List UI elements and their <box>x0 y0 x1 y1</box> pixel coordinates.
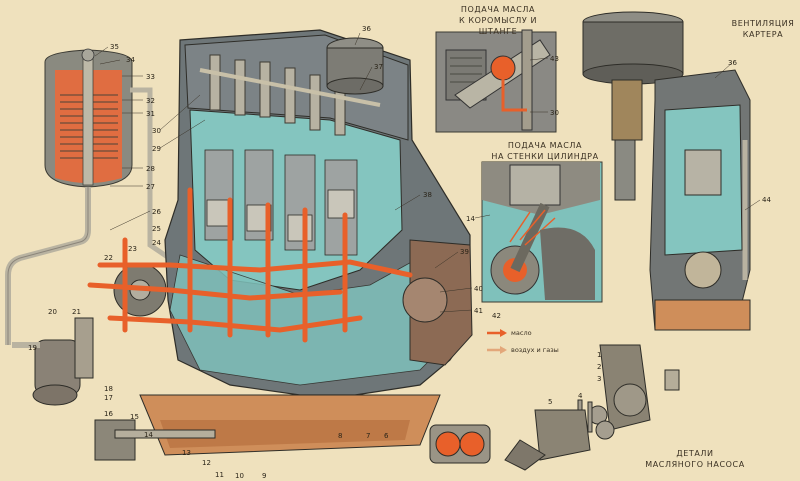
callout-38: 38 <box>423 191 432 199</box>
callout-27: 27 <box>146 183 155 191</box>
callout-31: 31 <box>146 110 155 118</box>
legend-air-label: воздух и газы <box>511 346 559 354</box>
ventilation-caption: ВЕНТИЛЯЦИЯ КАРТЕРА <box>730 18 796 40</box>
callout-34: 34 <box>126 56 135 64</box>
callout-40: 40 <box>474 285 483 293</box>
rocker-oil-caption: ПОДАЧА МАСЛА К КОРОМЫСЛУ И ШТАНГЕ <box>440 4 556 37</box>
callout-1: 1 <box>597 351 601 359</box>
cylinder-caption-line1: ПОДАЧА МАСЛА <box>507 141 583 150</box>
callout-24: 24 <box>152 239 161 247</box>
legend-oil-label: масло <box>511 329 532 337</box>
callout-25: 25 <box>152 225 161 233</box>
crankcase-ventilation <box>582 11 751 331</box>
oil-pump-parts <box>504 344 680 471</box>
ventilation-caption-line2: КАРТЕРА <box>742 30 784 39</box>
callout-8: 8 <box>338 432 342 440</box>
oil-level-gauge <box>94 419 216 461</box>
callout-43: 43 <box>550 55 559 63</box>
callout-20: 20 <box>48 308 57 316</box>
callout-19: 19 <box>28 344 37 352</box>
ventilation-caption-line1: ВЕНТИЛЯЦИЯ <box>731 19 795 28</box>
callout-15: 15 <box>130 413 139 421</box>
rocker-caption-line1: ПОДАЧА МАСЛА <box>460 5 536 14</box>
pump-caption-line1: ДЕТАЛИ <box>676 449 714 458</box>
callout-17: 17 <box>104 394 113 402</box>
cylinder-oil-inset <box>481 161 603 303</box>
cylinder-oil-caption: ПОДАЧА МАСЛА НА СТЕНКИ ЦИЛИНДРА <box>488 140 602 162</box>
callout-16: 16 <box>104 410 113 418</box>
callout-3: 3 <box>597 375 601 383</box>
callout-21: 21 <box>72 308 81 316</box>
timing-cover <box>402 239 473 366</box>
oil-galleries <box>87 187 413 343</box>
callout-36-main: 36 <box>362 25 371 33</box>
callout-6: 6 <box>384 432 389 440</box>
callout-9: 9 <box>262 472 266 480</box>
legend-arrows <box>487 329 507 354</box>
air-cleaner <box>326 37 384 95</box>
pump-caption-line2: МАСЛЯНОГО НАСОСА <box>645 460 745 469</box>
callout-41: 41 <box>474 307 483 315</box>
callout-leaders <box>94 32 761 313</box>
callout-13: 13 <box>182 449 191 457</box>
oil-filter <box>44 48 133 188</box>
callout-10: 10 <box>235 472 244 480</box>
callout-18: 18 <box>104 385 113 393</box>
callout-33: 33 <box>146 73 155 81</box>
callout-37: 37 <box>374 63 383 71</box>
callout-4: 4 <box>578 392 583 400</box>
callout-7: 7 <box>366 432 370 440</box>
callout-44: 44 <box>762 196 771 204</box>
callout-22: 22 <box>104 254 113 262</box>
callout-42: 42 <box>492 312 501 320</box>
callout-36-inset: 36 <box>728 59 737 67</box>
callout-5: 5 <box>548 398 552 406</box>
rocker-oil-inset <box>435 29 557 133</box>
callout-14-inset: 14 <box>466 215 475 223</box>
callout-2: 2 <box>597 363 601 371</box>
cylinder-caption-line2: НА СТЕНКИ ЦИЛИНДРА <box>491 152 599 161</box>
callout-12: 12 <box>202 459 211 467</box>
callout-29: 29 <box>152 145 161 153</box>
oil-lines <box>5 87 177 345</box>
callout-23: 23 <box>128 245 137 253</box>
callout-11: 11 <box>215 471 224 479</box>
rocker-caption-line2: К КОРОМЫСЛУ И ШТАНГЕ <box>458 16 538 36</box>
callout-35: 35 <box>110 43 119 51</box>
callout-numbers: 35 34 33 32 31 28 27 26 30 29 25 24 23 2… <box>28 25 771 480</box>
callout-32: 32 <box>146 97 155 105</box>
callout-14: 14 <box>144 431 153 439</box>
callout-26: 26 <box>152 208 161 216</box>
callout-28: 28 <box>146 165 155 173</box>
gear-pump-schematic <box>429 424 491 464</box>
callout-30: 30 <box>152 127 161 135</box>
callout-30-inset: 30 <box>550 109 559 117</box>
oil-pump <box>12 317 94 406</box>
pump-parts-caption: ДЕТАЛИ МАСЛЯНОГО НАСОСА <box>640 448 750 470</box>
callout-39: 39 <box>460 248 469 256</box>
